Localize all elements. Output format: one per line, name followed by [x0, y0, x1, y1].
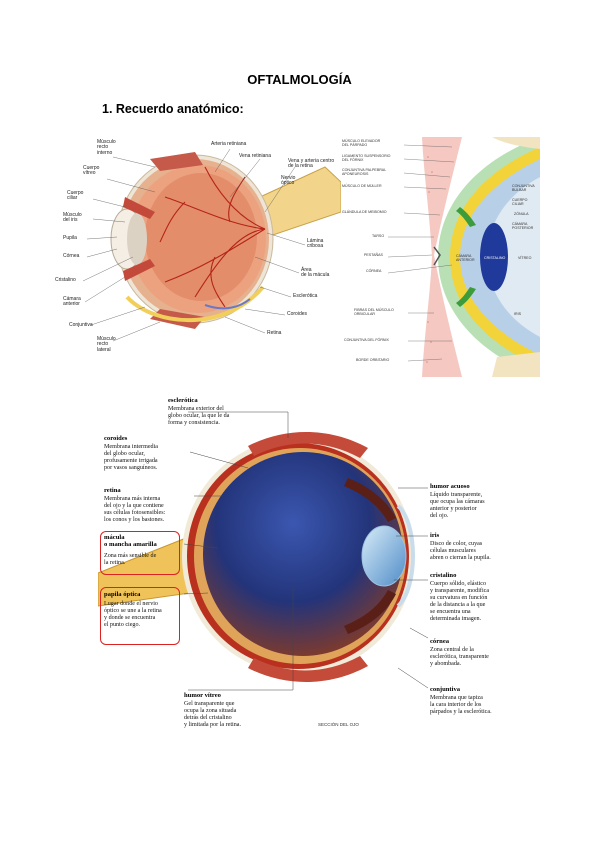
figure-caption: SECCIÓN DEL OJO — [318, 722, 359, 727]
label-coroides: Coroides — [287, 311, 308, 317]
label-lamina-cribosa: Lámina cribosa — [307, 238, 324, 250]
label-cuerpo-ciliar-2: Cuerpo ciliar — [512, 198, 528, 206]
label-pestanas: Pestañas — [364, 253, 383, 257]
figure-eye-section-terms: esclerótica Membrana exterior del globo … — [98, 388, 530, 738]
desc-humor-vitreo: Gel transparente que ocupa la zona situa… — [184, 701, 242, 728]
page-title: OFTALMOLOGÍA — [247, 72, 352, 87]
desc-coroides: Membrana intermedia del globo ocular, pr… — [104, 444, 158, 471]
label-cornea-2: Córnea — [366, 269, 382, 273]
label-camara-anterior-2: Cámara anterior — [456, 254, 475, 262]
label-conjuntiva: Conjuntiva — [69, 322, 93, 328]
highlight-papila-box — [100, 587, 180, 645]
label-cornea: Córnea — [63, 253, 80, 259]
term-coroides: coroides — [104, 435, 128, 442]
label-musculo-recto-lateral: Músculo recto lateral — [97, 336, 116, 353]
term-cornea: córnea — [430, 638, 450, 645]
term-cristalino: cristalino — [430, 572, 457, 579]
label-vena-arteria-centro: Vena y arteria centro de la retina — [288, 158, 335, 170]
label-zonula: Zónula — [514, 212, 529, 216]
label-camara-posterior: Cámara posterior — [512, 222, 534, 230]
label-musculo-muller: Músculo de Müller — [342, 184, 382, 188]
desc-cornea: Zona central de la esclerótica, transpar… — [430, 647, 489, 667]
label-iris-2: Iris — [514, 312, 521, 316]
term-esclerotica: esclerótica — [168, 397, 198, 404]
label-fibras-orbicular: Fibras del músculo orbicular — [354, 308, 394, 316]
desc-esclerotica: Membrana exterior del globo ocular, la q… — [168, 406, 230, 426]
label-musculo-iris: Músculo del iris — [63, 212, 82, 224]
label-vena-retiniana: Vena retiniana — [239, 153, 271, 159]
label-area-macula: Área de la mácula — [301, 267, 330, 279]
eye-vessels-illustration — [82, 148, 341, 342]
term-papila: papila óptica — [104, 591, 141, 598]
term-conjuntiva: conjuntiva — [430, 686, 461, 693]
label-ligamento: Ligamento suspensorio del fórnix — [342, 154, 391, 162]
label-pupila: Pupila — [63, 235, 77, 241]
desc-iris: Disco de color, cuyas células musculares… — [430, 541, 491, 561]
figure-eyelid-section: Músculo elevador del párpado Ligamento s… — [342, 137, 540, 377]
desc-cristalino: Cuerpo sólido, elástico y transparente, … — [430, 581, 490, 622]
term-macula: mácula o mancha amarilla — [104, 534, 157, 548]
label-cristalino: Cristalino — [55, 277, 76, 283]
label-conjuntiva-fornix: Conjuntiva del fórnix — [344, 338, 389, 342]
term-retina: retina — [104, 487, 121, 494]
label-tarso: Tarso — [372, 234, 385, 238]
label-glandula-meibomio: Glándula de meibomio — [342, 210, 387, 214]
eye-section-illustration — [98, 411, 429, 691]
label-arteria-retiniana: Arteria retiniana — [211, 141, 247, 147]
desc-macula: Zona más sensible de la retina. — [104, 553, 157, 566]
desc-conjuntiva: Membrana que tapiza la cara interior de … — [430, 695, 492, 715]
figure-eye-vessels: Músculo recto interno Arteria retiniana … — [55, 137, 341, 359]
label-cuerpo-ciliar: Cuerpo ciliar — [67, 190, 84, 202]
label-cristalino-2: Cristalino — [484, 256, 506, 260]
label-cuerpo-vitreo: Cuerpo vítreo — [83, 165, 100, 177]
label-vitreo: Vítreo — [518, 256, 532, 260]
label-borde-orbitario: Borde orbitario — [356, 358, 390, 362]
term-humor-vitreo: humor vítreo — [184, 692, 221, 699]
desc-papila: Lugar donde el nervio óptico se une a la… — [104, 601, 162, 628]
label-esclerotica: Esclerótica — [293, 293, 318, 299]
label-musculo-elevador: Músculo elevador del párpado — [342, 139, 381, 147]
label-nervio-optico: Nervio óptico — [281, 175, 296, 187]
label-conjuntiva-palpebral: Conjuntiva palpebral aponeurosis — [342, 168, 387, 176]
desc-retina: Membrana más interna del ojo y la que co… — [104, 496, 166, 523]
eyelid-illustration — [342, 137, 540, 377]
label-musculo-recto-interno: Músculo recto interno — [97, 139, 116, 156]
label-retina: Retina — [267, 330, 282, 336]
label-camara-anterior: Cámara anterior — [63, 296, 81, 308]
term-humor-acuoso: humor acuoso — [430, 483, 470, 490]
highlight-macula-box — [100, 531, 180, 575]
term-iris: iris — [430, 532, 440, 539]
desc-humor-acuoso: Líquido transparente, que ocupa las cáma… — [430, 492, 485, 519]
label-conjuntiva-bulbar: Conjuntiva bulbar — [512, 184, 535, 192]
section-heading: 1. Recuerdo anatómico: — [102, 102, 244, 116]
